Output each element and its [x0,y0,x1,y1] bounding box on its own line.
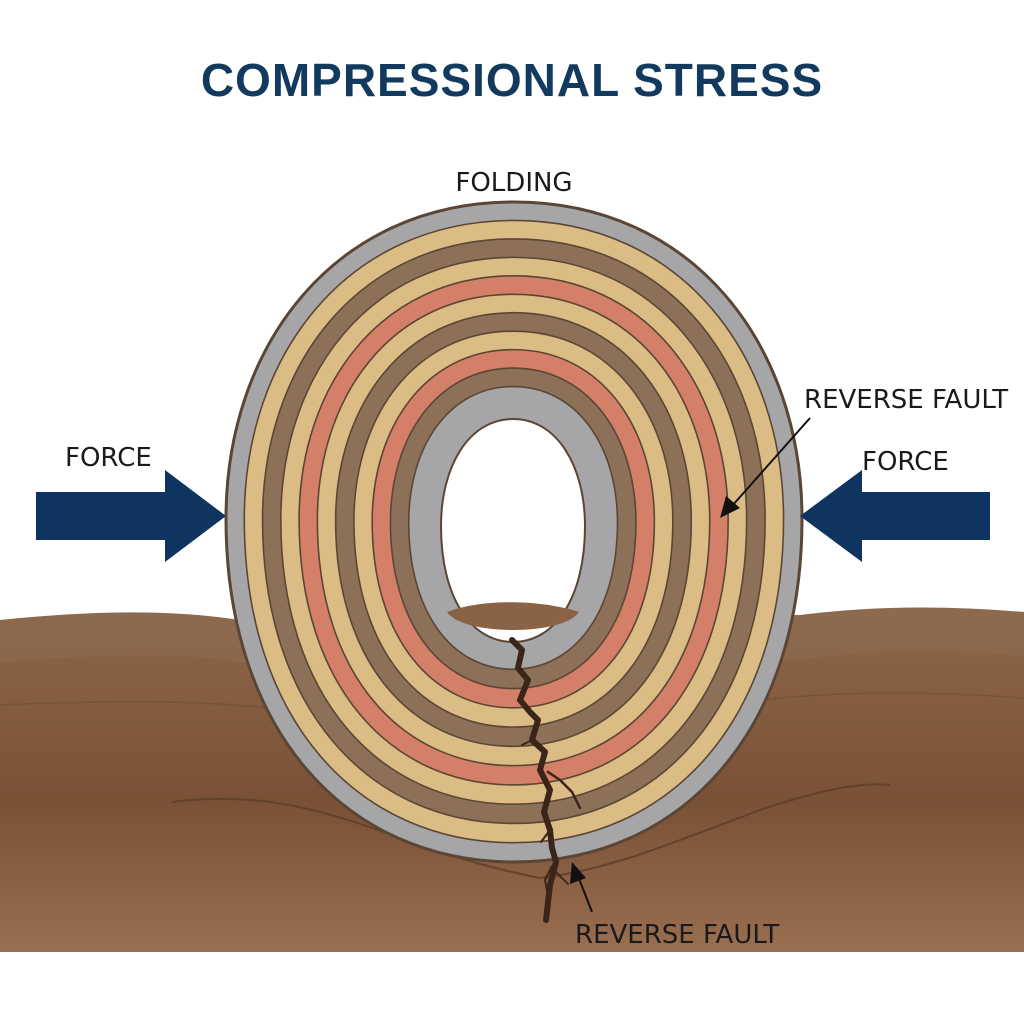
leader-line [577,875,593,913]
reverse-fault-label-upper: REVERSE FAULT [804,385,1008,415]
fault-line [509,637,559,923]
fault-crack [509,637,582,923]
force-arrow-right [800,470,990,562]
leader-line [731,417,811,507]
reverse-fault-label-lower: REVERSE FAULT [575,920,779,950]
fold-core-ground [447,602,579,630]
fold-structure [224,200,804,864]
fault-branch [521,739,533,746]
force-arrow-left [36,470,226,562]
arrowhead-icon [720,496,740,518]
reverse-fault-upper-pointer [720,417,811,518]
folding-label: FOLDING [455,168,572,198]
force-label-left: FORCE [65,443,152,473]
force-label-right: FORCE [862,447,949,477]
arrow-left-icon [800,470,990,562]
arrow-right-icon [36,470,226,562]
fault-branch [543,865,553,897]
fault-branch [540,829,551,843]
page-title: COMPRESSIONAL STRESS [201,54,823,106]
fault-branch [555,871,569,885]
fault-branch [546,770,582,810]
ground-lower-line-right [759,692,1024,701]
ground-contact-line [171,783,891,880]
arrowhead-icon [570,862,586,884]
reverse-fault-lower-pointer [570,862,593,913]
